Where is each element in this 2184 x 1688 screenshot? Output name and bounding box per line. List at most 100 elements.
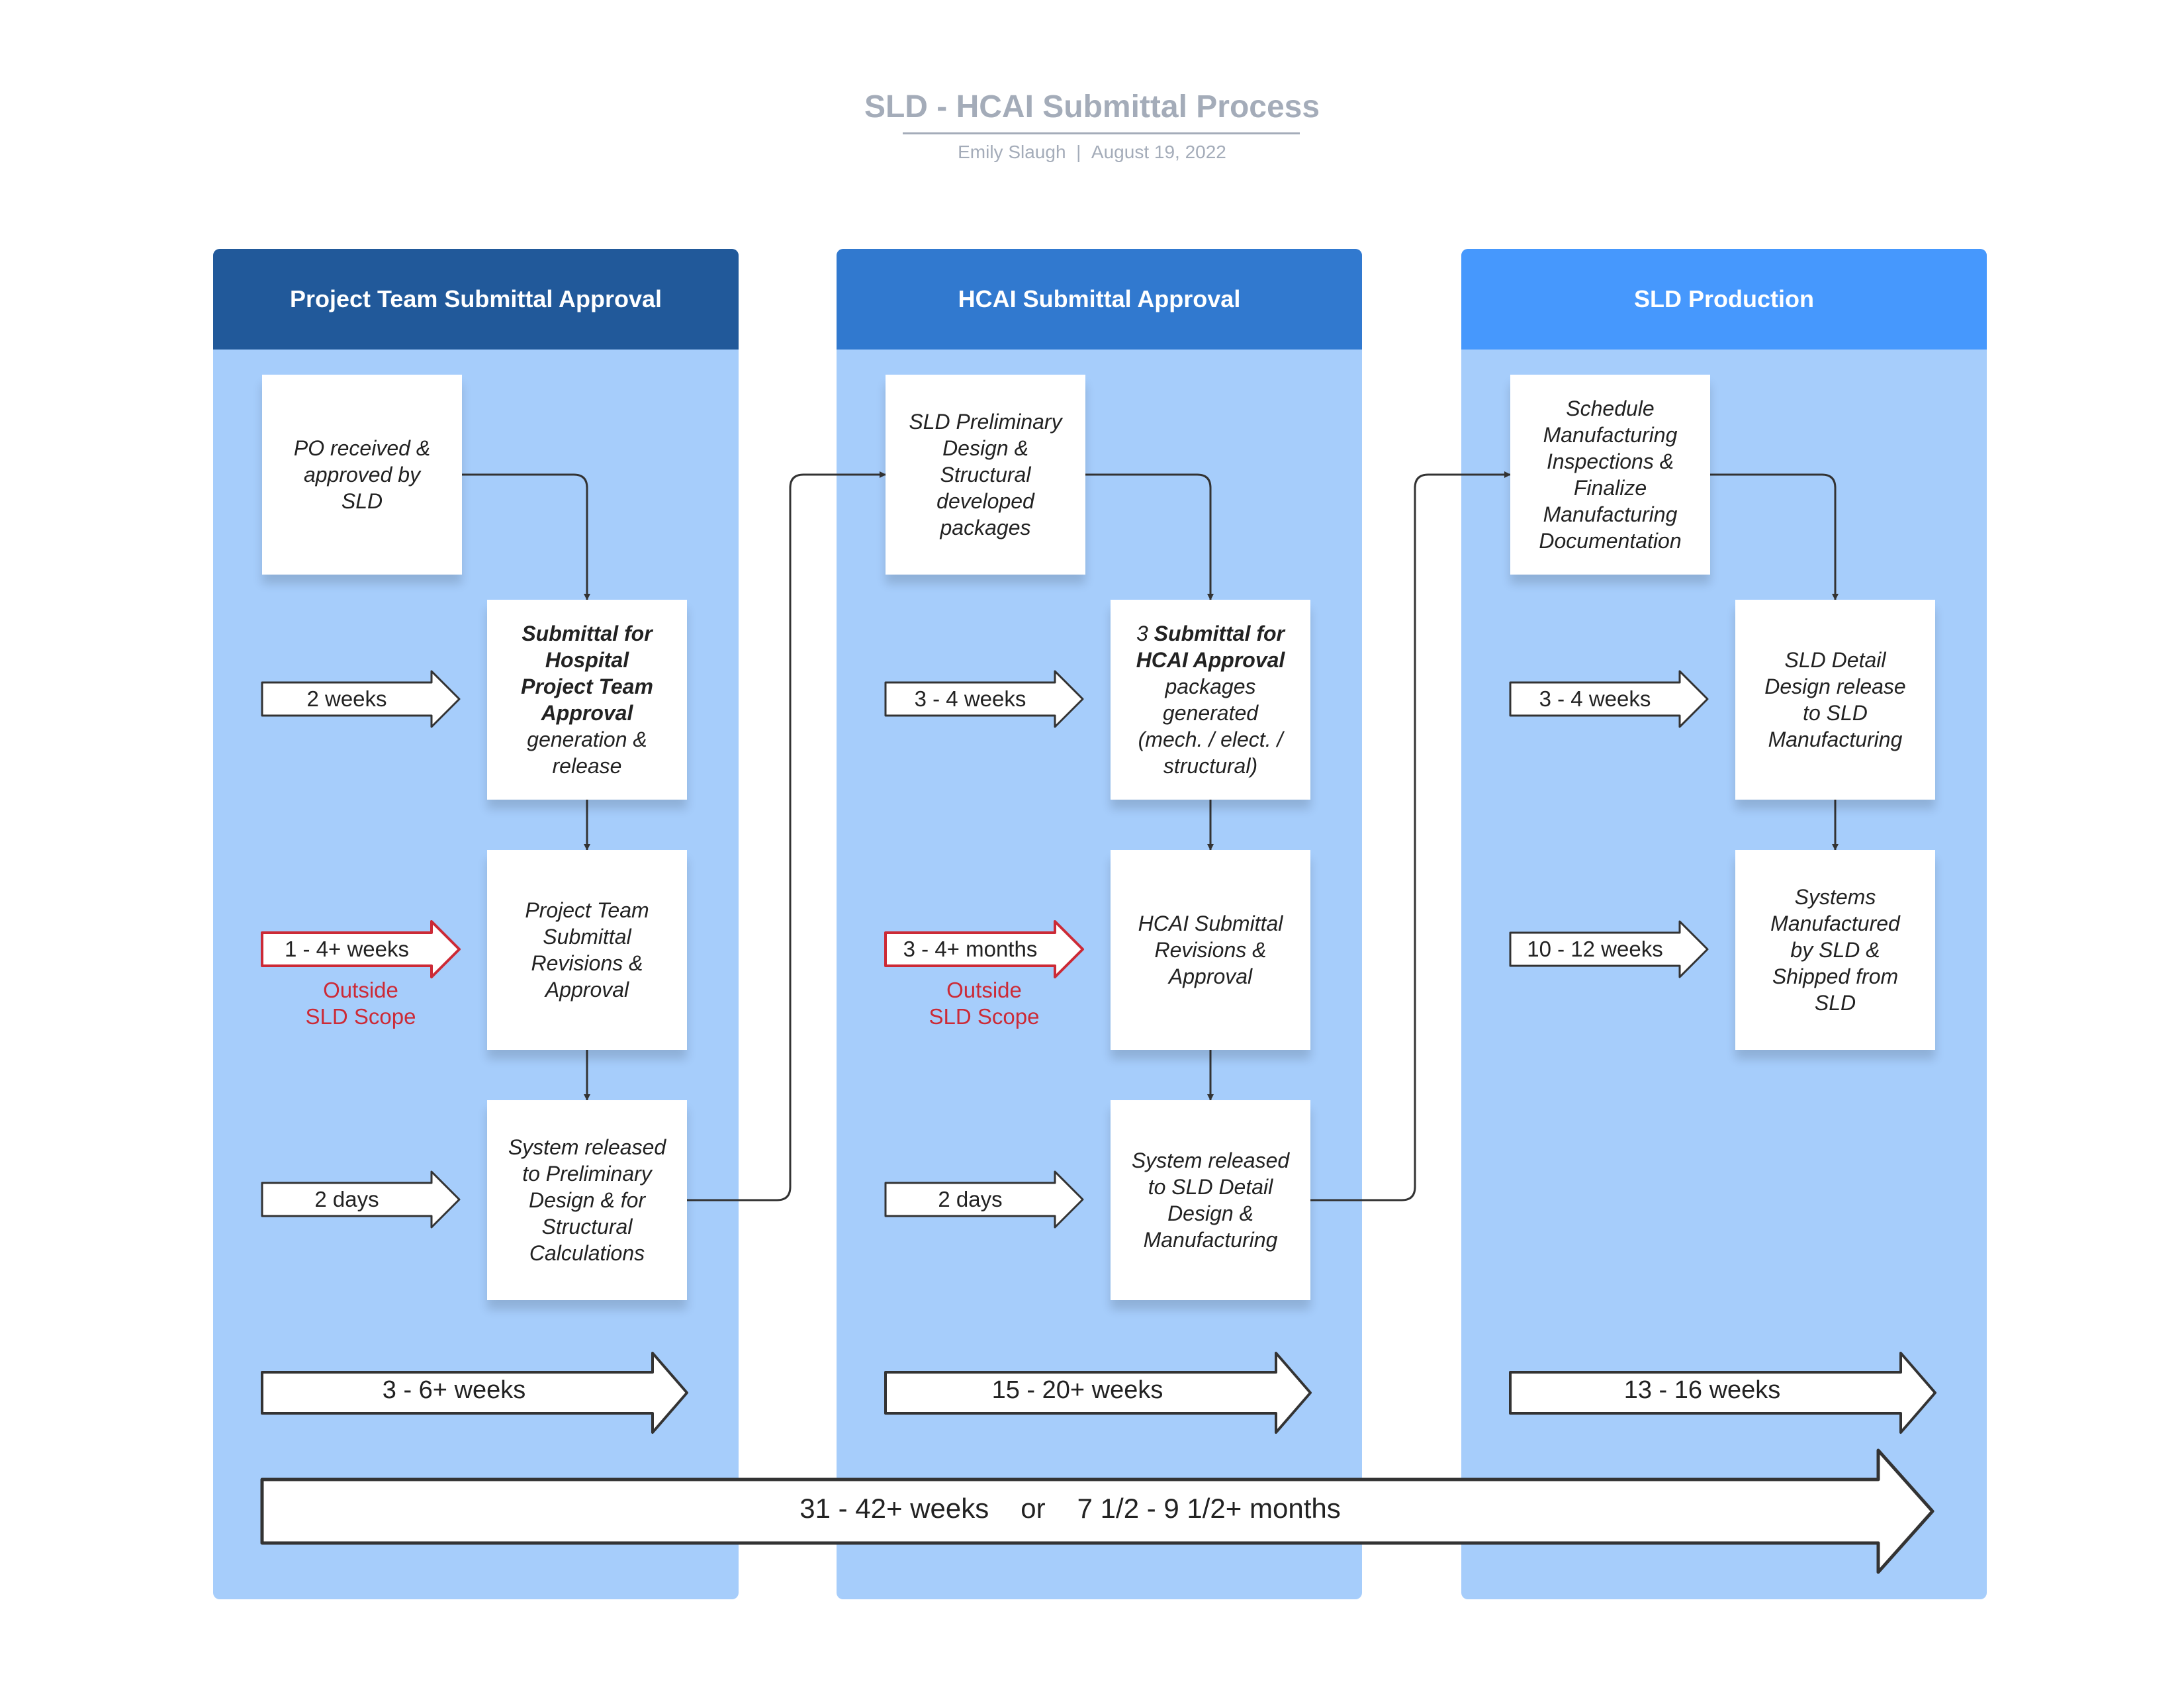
lane-total-arrow xyxy=(1509,1352,1936,1434)
step-text-line: SLD xyxy=(341,489,383,513)
duration-label: 3 - 4 weeks xyxy=(1539,686,1651,711)
duration-arrow xyxy=(261,670,461,728)
duration-arrow xyxy=(884,1170,1084,1229)
lane-total-arrow xyxy=(884,1352,1312,1434)
step-text-line: SLD Detail xyxy=(1784,648,1886,672)
step-text-line: HCAI Approval xyxy=(1136,648,1285,672)
duration-arrow xyxy=(261,1170,461,1229)
step-text-line: Shipped from xyxy=(1772,964,1899,988)
lane-total-label: 13 - 16 weeks xyxy=(1623,1376,1781,1404)
lane-header: SLD Production xyxy=(1461,249,1987,350)
step-text-line: Manufacturing xyxy=(1543,502,1678,526)
step-text-line: Manufactured xyxy=(1770,912,1900,935)
step-text-line: structural) xyxy=(1163,754,1258,778)
step-text-line: to Preliminary xyxy=(522,1162,652,1186)
duration-label: 1 - 4+ weeks xyxy=(284,937,409,961)
step-text-line: (mech. / elect. / xyxy=(1138,727,1283,751)
byline-separator: | xyxy=(1076,142,1081,162)
duration-label: 2 weeks xyxy=(306,686,387,711)
title-underline xyxy=(903,132,1300,134)
date: August 19, 2022 xyxy=(1091,142,1226,162)
lane-total-arrow xyxy=(261,1352,688,1434)
step-text-line: Approval xyxy=(541,701,633,725)
step-text-line: Systems xyxy=(1794,885,1876,909)
step-text-line: Schedule xyxy=(1566,397,1655,420)
overall-total-label: 31 - 42+ weeks or 7 1/2 - 9 1/2+ months xyxy=(262,1482,1878,1535)
byline: Emily Slaugh | August 19, 2022 xyxy=(0,142,2184,163)
lane-header: HCAI Submittal Approval xyxy=(837,249,1362,350)
step-text-line: Inspections & xyxy=(1546,449,1674,473)
step-text-line: SLD Preliminary xyxy=(909,410,1062,434)
duration-arrow xyxy=(884,920,1084,978)
overall-weeks: 31 - 42+ weeks xyxy=(799,1493,989,1524)
duration-arrow xyxy=(884,670,1084,728)
duration-arrow xyxy=(1509,920,1709,978)
duration-label: 2 days xyxy=(938,1187,1003,1211)
overall-or: or xyxy=(1021,1493,1046,1524)
duration-arrow xyxy=(1509,670,1709,728)
step-text-fragment: 3 xyxy=(1136,622,1154,645)
step-text-line: Structural xyxy=(541,1215,633,1239)
overall-months: 7 1/2 - 9 1/2+ months xyxy=(1077,1493,1341,1524)
step-text-line: 3 Submittal for xyxy=(1136,620,1285,647)
step-text-line: Design & for xyxy=(528,1188,646,1212)
step-text-line: by SLD & xyxy=(1790,938,1880,962)
cross-lane-connector xyxy=(687,471,886,1201)
step-text-line: to SLD Detail xyxy=(1148,1175,1273,1199)
step-text-line: Approval xyxy=(545,978,629,1002)
outside-scope-line: Outside xyxy=(946,978,1022,1002)
connector-arrow xyxy=(1085,473,1214,600)
author: Emily Slaugh xyxy=(958,142,1066,162)
step-text-line: generation & xyxy=(527,727,647,751)
step-text-line: Design & xyxy=(942,436,1028,460)
connector-arrow xyxy=(462,473,590,600)
outside-scope-line: SLD Scope xyxy=(305,1004,416,1029)
step-text-line: HCAI Submittal xyxy=(1138,912,1283,935)
step-text-line: Submittal xyxy=(543,925,631,949)
step-text-line: Submittal for xyxy=(522,622,653,645)
step-text-line: System released xyxy=(508,1135,666,1159)
overall-total-arrow xyxy=(260,1448,1934,1574)
duration-label: 3 - 4+ months xyxy=(903,937,1038,961)
step-text-line: Manufacturing xyxy=(1543,423,1678,447)
step-text-line: Manufacturing xyxy=(1768,727,1903,751)
duration-label: 3 - 4 weeks xyxy=(914,686,1026,711)
outside-scope-line: SLD Scope xyxy=(929,1004,1040,1029)
step-text-line: Revisions & xyxy=(1154,938,1267,962)
step-text-line: Revisions & xyxy=(531,951,643,975)
duration-label: 10 - 12 weeks xyxy=(1527,937,1663,961)
step-text-line: Design & xyxy=(1167,1201,1253,1225)
step-text-line: Calculations xyxy=(529,1241,645,1265)
step-text-line: Hospital xyxy=(545,648,629,672)
step-text-line: Finalize xyxy=(1573,476,1647,500)
step-text-fragment: Submittal for xyxy=(1154,622,1285,645)
step-text-line: Approval xyxy=(1168,964,1253,988)
step-text-line: release xyxy=(552,754,622,778)
step-text-line: approved by xyxy=(303,463,421,487)
step-text-line: PO received & xyxy=(293,436,431,460)
step-text-line: Manufacturing xyxy=(1143,1228,1278,1252)
step-text-line: developed xyxy=(936,489,1034,513)
step-text-line: System released xyxy=(1131,1149,1290,1172)
lane-total-label: 3 - 6+ weeks xyxy=(382,1376,526,1404)
step-text-line: SLD xyxy=(1814,991,1856,1015)
step-text-line: Documentation xyxy=(1539,529,1682,553)
